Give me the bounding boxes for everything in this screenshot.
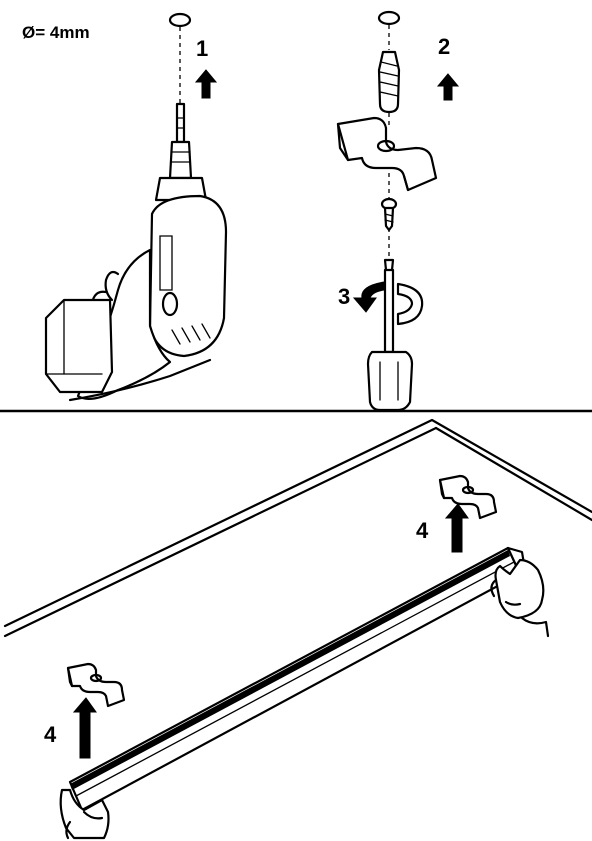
up-arrow-icon [438, 74, 458, 100]
drill-hole-mark-2 [379, 12, 399, 24]
mounting-clip-icon [68, 664, 124, 706]
up-arrow-icon [446, 504, 468, 552]
hand-icon [491, 560, 548, 636]
step-4-left-label: 4 [44, 722, 57, 747]
step-3-label: 3 [338, 284, 350, 309]
step-4-right-label: 4 [416, 518, 429, 543]
light-fixture-icon [70, 548, 526, 810]
drill-hole-mark-1 [170, 14, 190, 26]
screwdriver-icon [368, 260, 412, 410]
step-1-label: 1 [196, 36, 208, 61]
wall-plug-icon [379, 52, 399, 112]
screw-icon [382, 199, 396, 230]
mounting-clip-icon [338, 118, 436, 190]
up-arrow-icon [196, 70, 216, 98]
drill-diameter-label: Ø= 4mm [22, 23, 90, 42]
mounting-clip-icon [440, 476, 496, 518]
drill-icon [46, 104, 226, 400]
up-arrow-icon [74, 698, 96, 758]
step-2-label: 2 [438, 34, 450, 59]
